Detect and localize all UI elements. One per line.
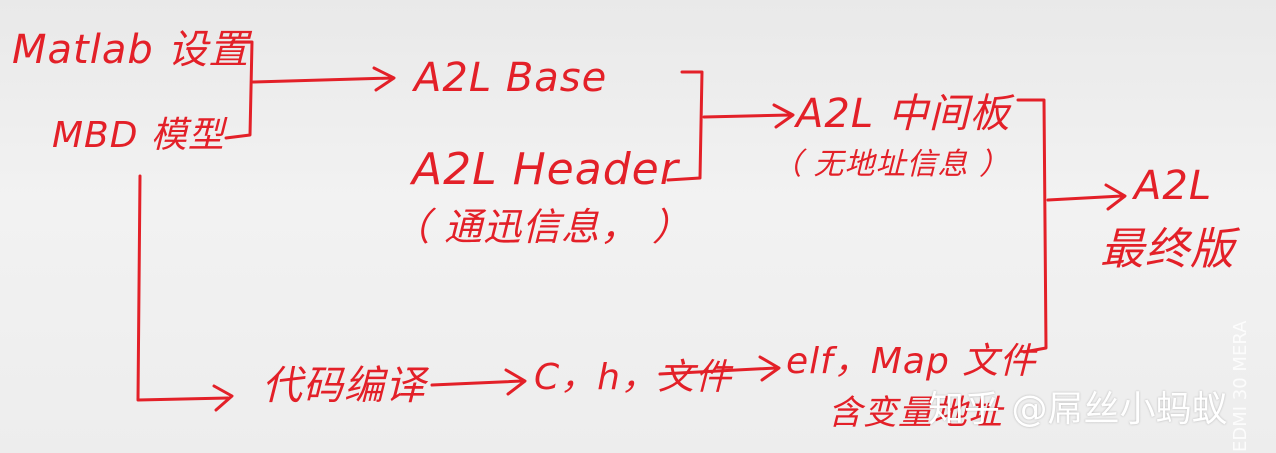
bracket-inputs xyxy=(224,40,254,140)
camera-watermark: EDMI 30 MERA xyxy=(1230,320,1251,452)
line-mbd-to-compile xyxy=(136,174,230,402)
node-c-h-files: C，h，文件 xyxy=(534,357,732,398)
node-code-compile: 代码编译 xyxy=(262,363,426,409)
arrow-to-elf xyxy=(658,355,781,382)
node-a2l-base: A2L Base xyxy=(414,55,608,101)
node-elf-map-files: elf，Map 文件 xyxy=(786,341,1037,382)
node-a2l-final-version: 最终版 xyxy=(1100,224,1235,275)
arrow-to-final xyxy=(1046,183,1127,211)
bracket-a2l-sources xyxy=(666,70,704,182)
node-a2l-header: A2L Header xyxy=(412,144,679,195)
node-contains-var-address: 含变量地址 xyxy=(828,393,1003,433)
node-no-address-info: （ 无地址信息 ） xyxy=(772,147,1011,182)
node-matlab-settings: Matlab 设置 xyxy=(12,27,250,73)
bracket-final-sources xyxy=(1016,98,1048,354)
node-mbd-model: MBD 模型 xyxy=(52,115,225,156)
node-comm-info: （ 通迅信息， ） xyxy=(392,205,692,249)
zhihu-watermark: 知乎 @屌丝小蚂蚁 xyxy=(928,389,1228,430)
arrow-to-a2l-base xyxy=(251,66,396,92)
arrow-to-compile xyxy=(212,384,234,412)
arrow-to-ch-files xyxy=(430,368,527,396)
arrow-to-intermediate xyxy=(702,103,795,129)
node-a2l-final-label: A2L xyxy=(1134,163,1213,209)
node-a2l-intermediate: A2L 中间板 xyxy=(796,91,1011,137)
